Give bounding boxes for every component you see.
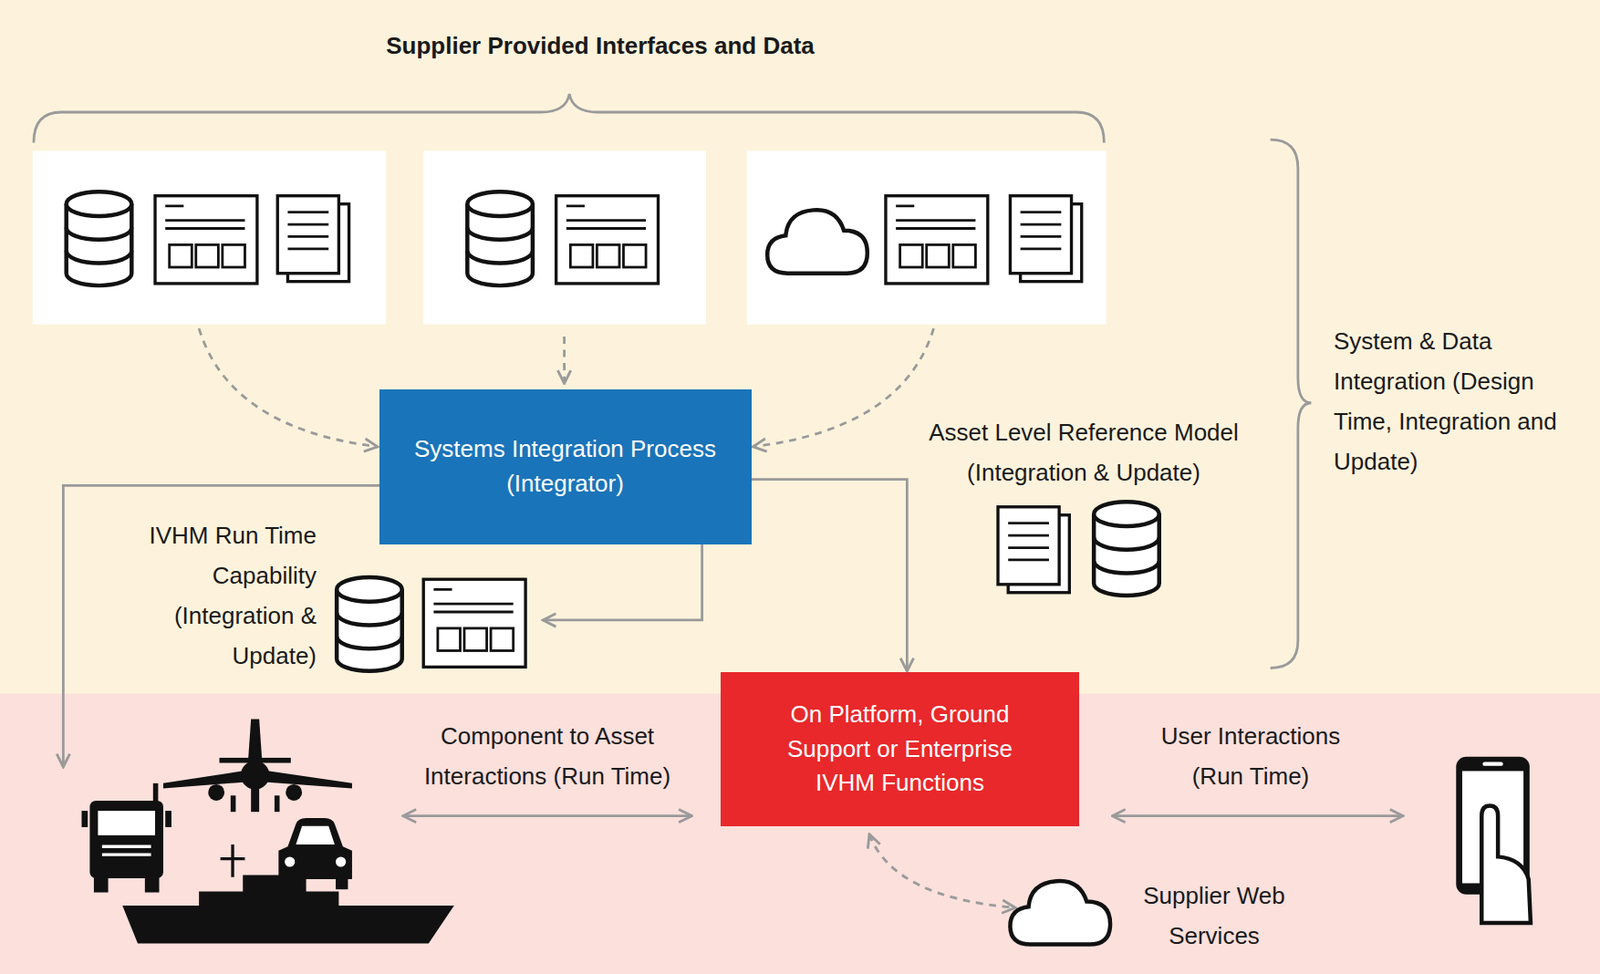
phone-icon [1481, 805, 1531, 924]
vehicle-icon [81, 718, 454, 944]
bracket-label: System & Data Integration (Design Time, … [1333, 321, 1594, 482]
data-icon [997, 507, 1070, 593]
function-box: On Platform, Ground Support or Enterpris… [720, 672, 1080, 827]
box-text: On Platform, Ground Support or Enterpris… [772, 697, 1029, 801]
data-icon [1093, 501, 1160, 596]
interaction-label: Component to Asset Interactions (Run Tim… [401, 716, 694, 797]
vehicle-icon [165, 810, 172, 828]
supplier-panel [556, 196, 659, 284]
background [0, 693, 1600, 974]
vehicle-icon [81, 810, 88, 828]
process-box: Systems Integration Process (Integrator) [379, 389, 752, 545]
vehicle-icon [220, 844, 246, 878]
vehicle-icon [89, 800, 164, 879]
supplier-panel [277, 196, 349, 282]
supplier-panel [32, 151, 386, 325]
background [0, 0, 1600, 694]
supplier-panel [467, 191, 533, 286]
flow-line [1111, 814, 1403, 818]
supplier-panel [32, 151, 1107, 325]
supplier-panel [885, 196, 988, 284]
service-label: Supplier Web Services [1136, 875, 1292, 956]
dashed-arrow [562, 336, 566, 384]
vehicle-icon [335, 856, 346, 867]
flow-arrow [751, 479, 908, 672]
flow-line [62, 485, 408, 768]
dashed-arrow [753, 328, 935, 447]
dashed-arrow [198, 328, 378, 447]
flow-line [403, 814, 693, 818]
interaction-label: User Interactions (Run Time) [1136, 716, 1365, 797]
phone-icon [1482, 761, 1503, 766]
box-text: Systems Integration Process (Integrator) [392, 432, 739, 501]
vehicle-icon [274, 795, 281, 812]
vehicle-icon [240, 760, 270, 790]
supplier-panel [767, 209, 868, 274]
supplier-panel [1009, 196, 1081, 282]
vehicle-icon [278, 818, 353, 880]
supplier-panel [155, 196, 258, 284]
cloud-icon [1009, 881, 1111, 946]
vehicle-icon [285, 784, 302, 801]
data-icon [423, 579, 526, 667]
vehicle-icon [335, 877, 348, 890]
vehicle-icon [284, 856, 295, 867]
data-icon [336, 577, 403, 672]
vehicle-icon [295, 826, 335, 845]
vehicle-icon [122, 905, 455, 944]
data-label: Asset Level Reference Model (Integration… [914, 412, 1253, 493]
vehicle-icon [230, 795, 237, 812]
brace [33, 93, 1104, 144]
supplier-panel [66, 191, 133, 286]
supplier-panel [747, 151, 1107, 325]
data-label: IVHM Run Time Capability (Integration & … [134, 515, 317, 676]
vehicle-icon [153, 783, 159, 804]
vehicle-icon [207, 784, 225, 801]
brace [1270, 139, 1312, 668]
cloud-icon [1009, 881, 1111, 946]
phone-icon [1455, 757, 1531, 924]
vehicle-icon [198, 875, 339, 909]
vehicle-icon [93, 875, 109, 894]
vehicle-icon [102, 846, 152, 855]
brace-label: Supplier Provided Interfaces and Data [326, 25, 874, 66]
dashed-arrow [869, 834, 1016, 909]
vehicle-icon [97, 810, 156, 836]
vehicle-icon [248, 718, 263, 763]
vehicle-icon [250, 787, 260, 812]
vehicle-icon [145, 875, 160, 894]
supplier-panel [423, 151, 707, 325]
